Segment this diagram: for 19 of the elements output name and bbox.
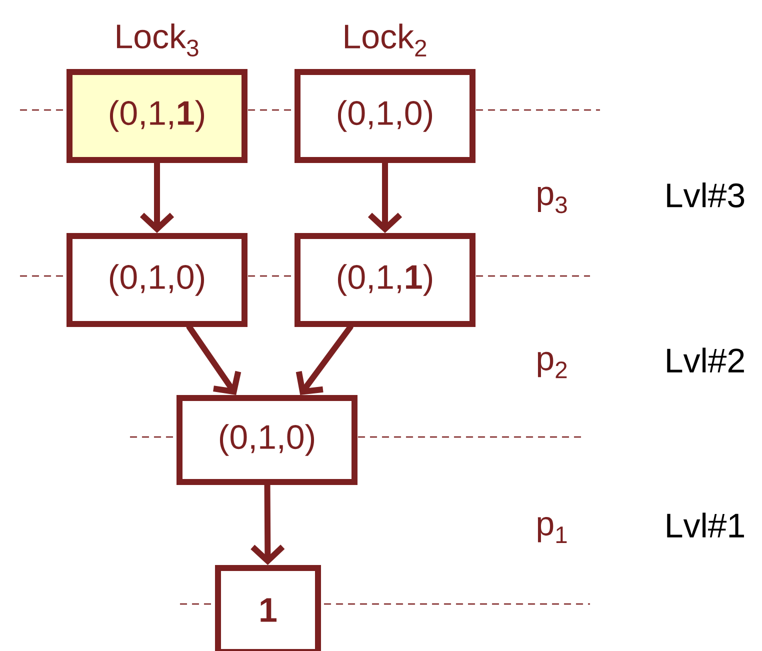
arrow	[250, 482, 285, 565]
level-label: p$_{1}$	[538, 516, 567, 544]
arrow	[140, 160, 174, 233]
tuple-box: (0,1,0)	[176, 395, 358, 485]
arrow	[186, 324, 242, 395]
tuple-box: 1	[215, 565, 321, 651]
arrow	[368, 160, 402, 233]
level-label: p$_{3}$	[538, 186, 567, 214]
level-label: p$_{2}$	[538, 352, 567, 378]
lock-label: Lock$_{2}$	[345, 24, 426, 56]
tuple-box: (0,1,0)	[66, 233, 248, 327]
lock-label: Lock$_{3}$	[117, 24, 198, 56]
arrow	[296, 324, 354, 395]
level-label: Lvl#3	[667, 182, 744, 208]
tuple-box: (0,1,1)	[294, 233, 476, 327]
tuple-box: (0,1,0)	[294, 69, 476, 163]
level-label: Lvl#1	[667, 512, 744, 538]
tuple-box: (0,1,1)	[66, 69, 248, 163]
level-label: Lvl#2	[667, 348, 744, 372]
